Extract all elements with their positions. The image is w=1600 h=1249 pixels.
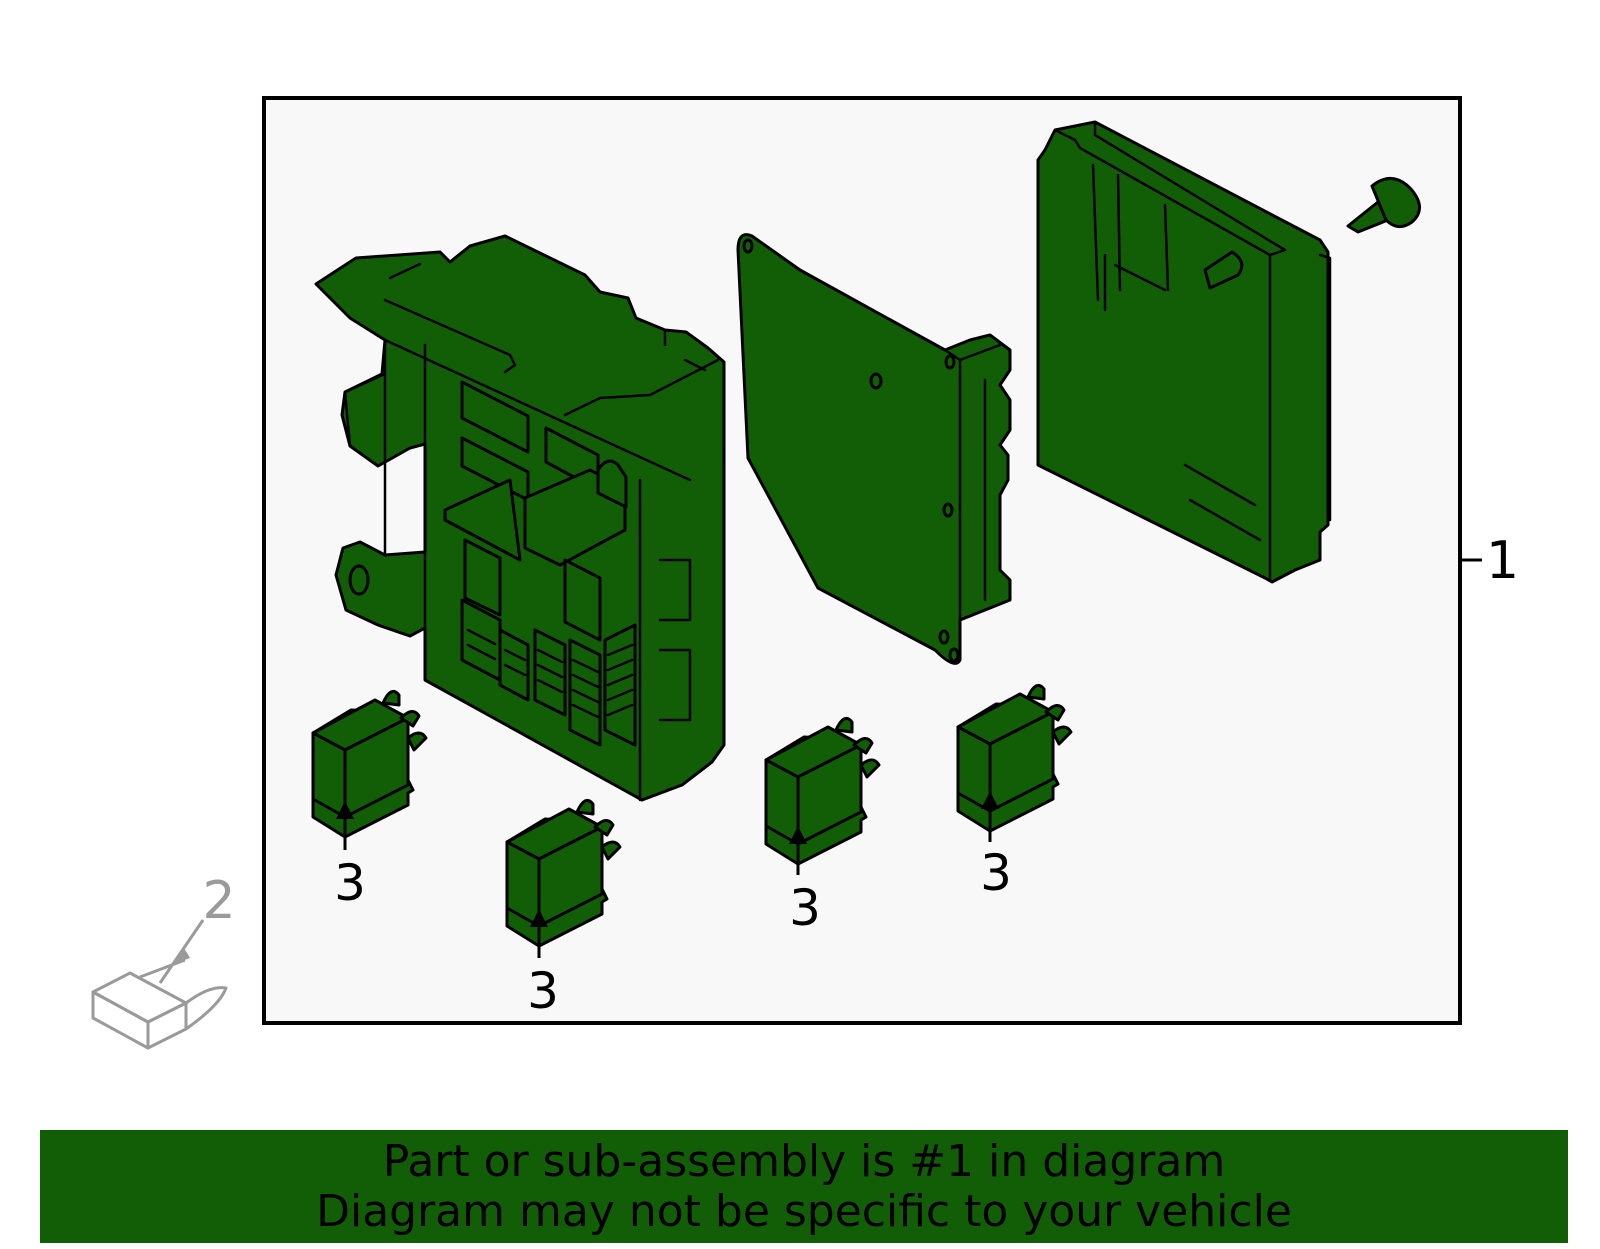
callout-assembly: 1	[1486, 531, 1519, 591]
junction-box-housing	[314, 234, 726, 802]
banner-line-1: Part or sub-assembly is #1 in diagram	[382, 1135, 1226, 1187]
callout-sub-part-arrowhead	[174, 948, 190, 964]
callout-sub-part-leader	[158, 919, 205, 984]
cover-plate	[736, 233, 1012, 665]
callout-relay-a: 3	[334, 854, 366, 912]
ghost-part-2	[91, 958, 228, 1050]
callout-relay-b: 3	[527, 962, 559, 1020]
callout-sub-part: 2	[202, 871, 235, 931]
callout-relay-c: 3	[789, 879, 821, 937]
screw	[1346, 177, 1421, 234]
parts-diagram: 3 3 3 3 1 2	[91, 96, 1519, 1050]
disclaimer-banner: Part or sub-assembly is #1 in diagram Di…	[40, 1130, 1568, 1243]
banner-line-2: Diagram may not be specific to your vehi…	[316, 1185, 1292, 1237]
control-module	[1036, 120, 1332, 584]
callout-relay-d: 3	[980, 844, 1012, 902]
